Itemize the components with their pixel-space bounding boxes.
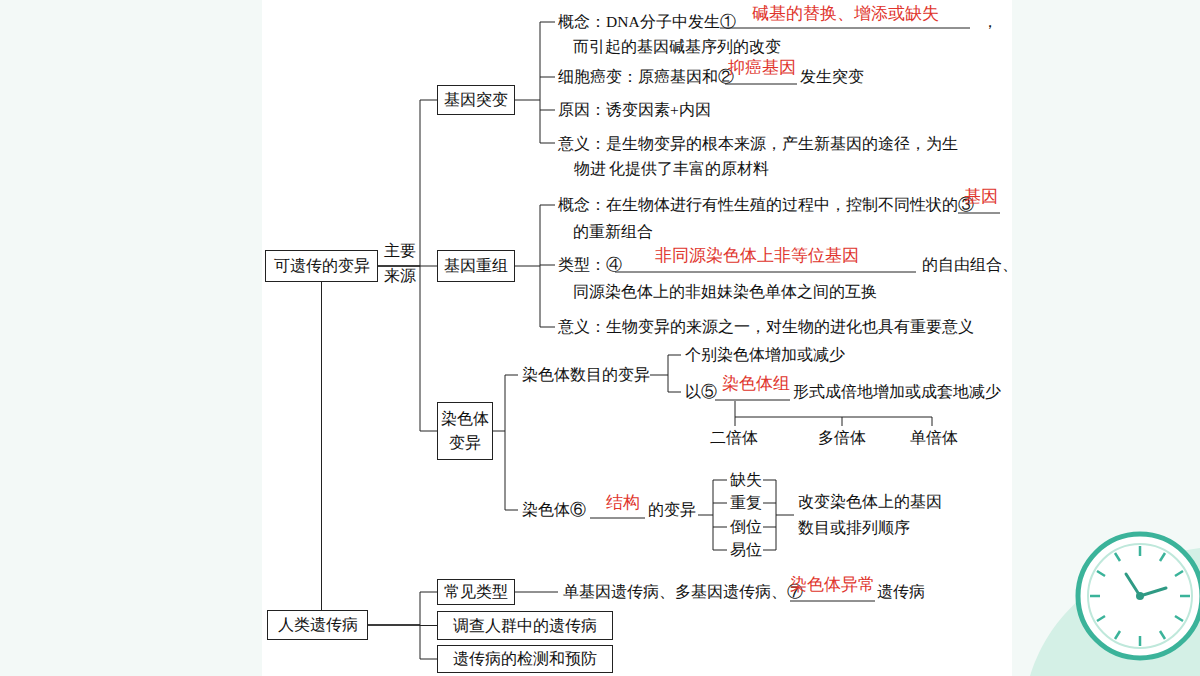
answer-text: 染色体异常	[790, 574, 875, 596]
connector-line	[368, 625, 437, 659]
concept-box: 常见类型	[437, 579, 515, 605]
note-text: 原因：诱变因素+内因	[558, 99, 711, 121]
box-text: 调查人群中的遗传病	[453, 614, 597, 638]
connector-line	[321, 282, 322, 610]
note-text: 个别染色体增加或减少	[685, 344, 845, 366]
concept-box: 人类遗传病	[267, 610, 368, 640]
bracket-line	[698, 480, 727, 550]
note-text: 遗传病	[877, 581, 925, 603]
bracket-line	[650, 355, 681, 392]
clock-center	[1136, 592, 1144, 600]
bracket-line	[763, 480, 794, 550]
note-text: 意义：是生物变异的根本来源，产生新基因的途径，为生物进 化提供了丰富的原材料	[558, 131, 969, 181]
note-text: 的重新组合	[573, 221, 653, 243]
note-text: 的变异	[648, 499, 696, 521]
box-text: 基因突变	[444, 88, 508, 112]
answer-text: 碱基的替换、增添或缺失	[752, 3, 939, 25]
note-text: 倒位	[730, 516, 762, 538]
note-text: 的自由组合、	[922, 254, 1018, 276]
note-text: 单基因遗传病、多基因遗传病、⑦	[563, 581, 803, 603]
concept-box: 基因重组	[437, 250, 515, 282]
content-panel	[262, 0, 1012, 676]
connector-line	[378, 266, 437, 267]
clock-ticks	[1090, 546, 1190, 646]
box-text: 基因重组	[444, 254, 508, 278]
leader-line	[515, 592, 558, 593]
clock-decoration	[1078, 534, 1200, 658]
note-text: ，	[982, 11, 998, 33]
note-text: 以⑤	[685, 381, 717, 403]
concept-box: 基因突变	[437, 85, 515, 115]
concept-box: 遗传病的检测和预防	[437, 645, 613, 673]
clock-face	[1078, 534, 1200, 658]
box-text: 常见类型	[444, 580, 508, 604]
note-text: 概念：DNA分子中发生①	[558, 11, 736, 33]
bracket-line	[735, 401, 932, 426]
connector-line	[378, 266, 437, 431]
bracket-line	[515, 22, 555, 143]
note-text: 概念：在生物体进行有性生殖的过程中，控制不同性状的③	[558, 194, 974, 216]
note-text: 染色体数目的变异	[522, 364, 650, 386]
note-text: 细胞癌变：原癌基因和②	[558, 66, 734, 88]
box-text: 遗传病的检测和预防	[453, 647, 597, 671]
connector-line	[378, 100, 437, 266]
box-text: 人类遗传病	[278, 613, 358, 637]
clock-ring	[1088, 544, 1192, 648]
concept-box: 可遗传的变异	[265, 250, 378, 282]
connector-line	[368, 625, 437, 627]
box-text: 可遗传的变异	[274, 254, 370, 278]
answer-text: 结构	[606, 492, 640, 514]
note-text: 多倍体	[818, 427, 866, 449]
note-text: 染色体⑥	[522, 499, 586, 521]
note-text: 类型：④	[558, 254, 622, 276]
clock-hands	[1126, 574, 1166, 596]
note-text: 缺失	[730, 469, 762, 491]
bracket-line	[515, 205, 555, 327]
answer-text: 非同源染色体上非等位基因	[655, 245, 859, 267]
note-text: 形式成倍地增加或成套地减少	[793, 381, 1001, 403]
connector-line	[368, 592, 437, 625]
note-text: 意义：生物变异的来源之一，对生物的进化也具有重要意义	[558, 316, 974, 338]
answer-text: 基因	[964, 186, 998, 208]
note-text: 易位	[730, 539, 762, 561]
note-text: 主要 来源	[384, 238, 418, 288]
note-text: 重复	[730, 492, 762, 514]
bracket-line	[493, 375, 518, 510]
concept-box: 染色体 变异	[437, 402, 493, 460]
concept-box: 调查人群中的遗传病	[437, 611, 613, 640]
answer-text: 抑癌基因	[728, 57, 796, 79]
note-text: 同源染色体上的非姐妹染色单体之间的互换	[573, 281, 877, 303]
note-text: 而引起的基因碱基序列的改变	[573, 36, 781, 58]
note-text: 单倍体	[910, 427, 958, 449]
note-text: 二倍体	[710, 427, 758, 449]
box-text: 染色体 变异	[438, 407, 492, 455]
answer-text: 染色体组	[722, 373, 790, 395]
note-text: 发生突变	[800, 66, 864, 88]
note-text: 改变染色体上的基因 数目或排列顺序	[798, 489, 943, 541]
